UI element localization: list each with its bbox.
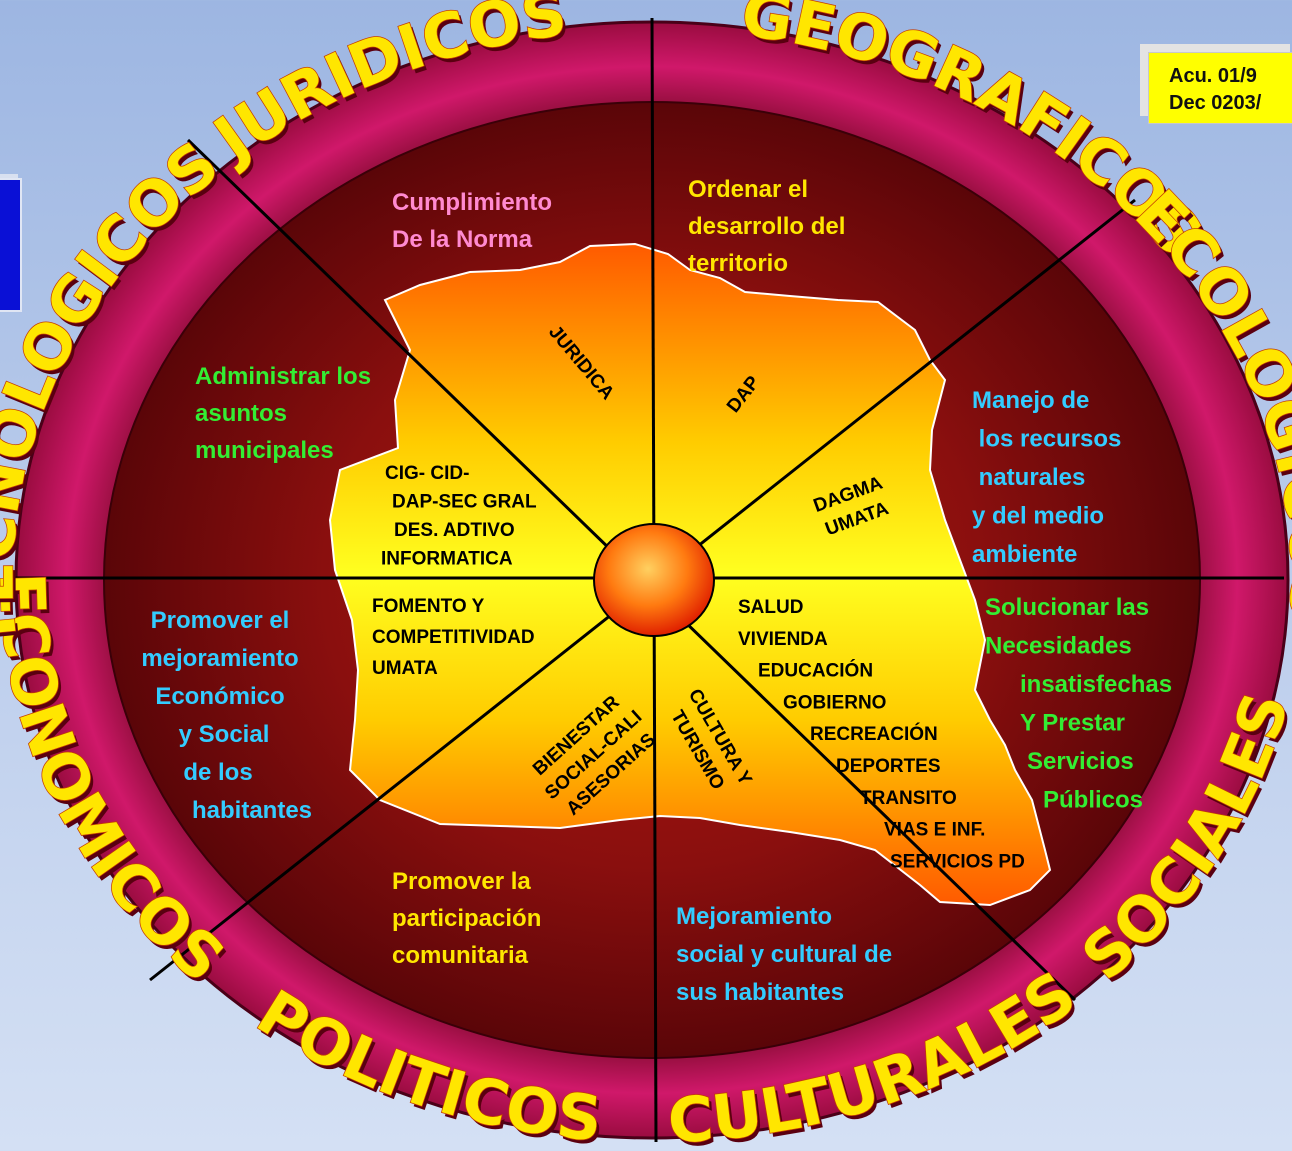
note-box: Acu. 01/9 Dec 0203/ (1148, 52, 1292, 124)
dept-tecnologicos: CIG- CID- DAP-SEC GRAL DES. ADTIVO INFORMAT… (381, 463, 537, 570)
goal-sociales-line: Y Prestar (1020, 710, 1125, 737)
goal-economicos-line: de los (183, 759, 252, 786)
goal-ecologicos: Manejo de los recursos naturales y del me… (972, 387, 1121, 568)
goal-economicos-line: y Social (179, 721, 270, 748)
goal-culturales-line: Mejoramiento (676, 903, 832, 930)
goal-sociales-line: insatisfechas (1020, 671, 1172, 698)
goal-politicos-line: Promover la (392, 868, 531, 895)
goal-juridicos-line: De la Norma (392, 226, 533, 253)
goal-ecologicos-line: naturales (972, 464, 1085, 491)
goal-economicos-line: Económico (155, 683, 284, 710)
goal-politicos-line: comunitaria (392, 942, 529, 969)
goal-culturales-line: sus habitantes (676, 979, 844, 1006)
dept-sociales-line: GOBIERNO (783, 692, 886, 713)
center-sun (593, 523, 715, 637)
dept-economicos-line: COMPETITIVIDAD (372, 627, 535, 648)
dept-economicos: FOMENTO Y COMPETITIVIDAD UMATA (372, 596, 535, 679)
goal-geograficos: Ordenar el desarrollo del territorio (688, 176, 845, 277)
dept-economicos-line: FOMENTO Y (372, 596, 485, 617)
goal-ecologicos-line: ambiente (972, 541, 1077, 568)
goal-ecologicos-line: los recursos (972, 426, 1121, 453)
goal-tecnologicos-line: municipales (195, 437, 334, 464)
dept-sociales-line: RECREACIÓN (810, 723, 938, 745)
goal-tecnologicos: Administrar los asuntos municipales (195, 363, 371, 464)
goal-politicos: Promover la participación comunitaria (392, 868, 541, 969)
goal-politicos-line: participación (392, 905, 541, 932)
dept-sociales-line: EDUCACIÓN (758, 660, 873, 682)
goal-ecologicos-line: y del medio (972, 503, 1104, 530)
goal-ecologicos-line: Manejo de (972, 387, 1089, 414)
goal-juridicos-line: Cumplimiento (392, 189, 552, 216)
goal-sociales-line: Solucionar las (985, 594, 1149, 621)
goal-culturales: Mejoramiento social y cultural de sus habi… (676, 903, 892, 1006)
dept-sociales-line: SALUD (738, 597, 803, 618)
goal-juridicos: Cumplimiento De la Norma (392, 189, 552, 253)
dept-sociales-line: VIVIENDA (738, 629, 828, 650)
goal-culturales-line: social y cultural de (676, 941, 892, 968)
dept-tecnologicos-line: DAP-SEC GRAL (392, 492, 537, 513)
dept-sociales: SALUD VIVIENDA EDUCACIÓN GOBIERNO RECREACIÓN… (738, 597, 1025, 872)
goal-economicos-line: mejoramiento (141, 645, 298, 672)
goal-sociales-line: Públicos (1043, 787, 1143, 814)
goal-geograficos-line: desarrollo del (688, 213, 845, 240)
goal-economicos-line: Promover el (151, 607, 290, 634)
goal-tecnologicos-line: asuntos (195, 400, 287, 427)
note-line-2: Dec 0203/ (1169, 92, 1262, 114)
dept-sociales-line: SERVICIOS PD (890, 851, 1025, 872)
goal-sociales-line: Necesidades (985, 633, 1132, 660)
blue-side-tab (0, 178, 22, 312)
dept-tecnologicos-line: DES. ADTIVO (394, 520, 515, 541)
goal-economicos-line: habitantes (192, 797, 312, 824)
goal-tecnologicos-line: Administrar los (195, 363, 371, 390)
goal-texts: Cumplimiento De la Norma Ordenar el desarro… (141, 176, 1172, 1006)
dept-tecnologicos-line: CIG- CID- (385, 463, 469, 484)
dept-tecnologicos-line: INFORMATICA (381, 549, 513, 570)
dept-sociales-line: DEPORTES (836, 756, 941, 777)
goal-geograficos-line: Ordenar el (688, 176, 808, 203)
goal-sociales-line: Servicios (1027, 748, 1134, 775)
dept-economicos-line: UMATA (372, 658, 438, 679)
goal-geograficos-line: territorio (688, 250, 788, 277)
note-line-1: Acu. 01/9 (1169, 65, 1257, 87)
dept-sociales-line: VIAS E INF. (884, 820, 985, 841)
dept-sociales-line: TRANSITO (860, 788, 957, 809)
